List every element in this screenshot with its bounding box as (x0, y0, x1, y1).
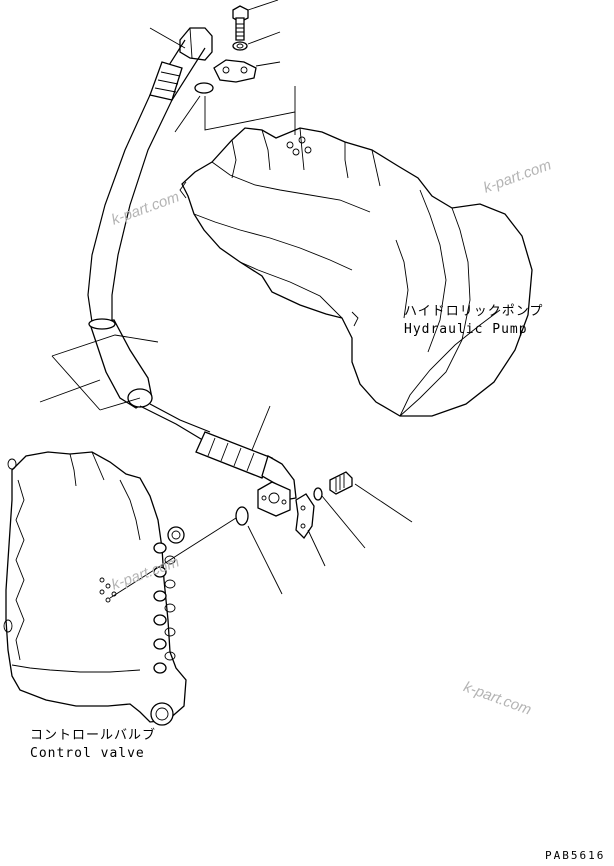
hydraulic-pump (179, 127, 533, 417)
valve-label-jp: コントロールバルブ (30, 728, 157, 743)
return-hose (195, 431, 297, 517)
pump-label-en: Hydraulic Pump (404, 322, 528, 337)
leader-lines (39, 0, 413, 599)
upper-hardware (194, 5, 257, 94)
suction-hose (87, 39, 211, 443)
upper-elbow-fitting (179, 27, 213, 61)
valve-label-en: Control valve (30, 746, 145, 761)
pump-label-jp: ハイドロリックポンプ (404, 304, 544, 319)
control-valve (3, 451, 187, 726)
lower-hardware (235, 471, 353, 540)
drawing-code: PAB5616 (545, 849, 606, 862)
